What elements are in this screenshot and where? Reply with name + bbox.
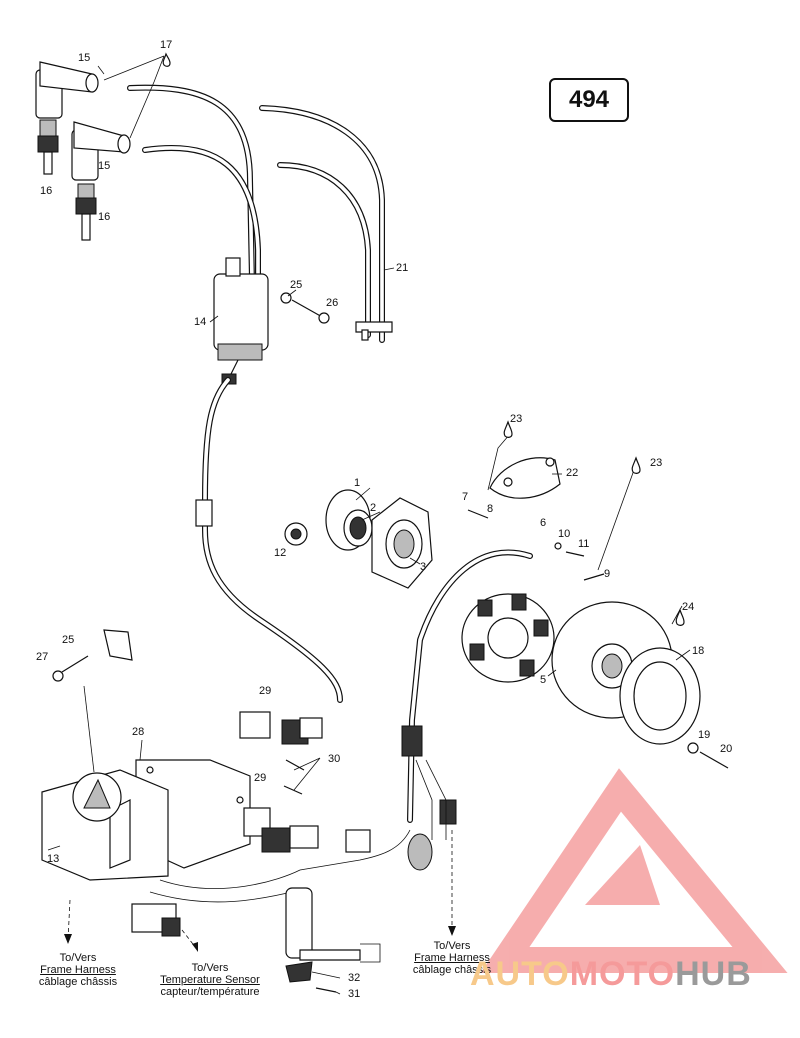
part-number: 2 (370, 502, 376, 514)
part-number: 12 (274, 547, 286, 559)
spark-plug-cap-lower (71, 121, 131, 181)
destination-name: Temperature Sensor (160, 974, 260, 986)
part-number: 19 (698, 729, 710, 741)
connector-29-lower (243, 807, 371, 853)
destination-frame-harness-left: To/Vers Frame Harness câblage châssis (22, 952, 134, 988)
part-number: 16 (40, 185, 52, 197)
screw-11 (554, 542, 585, 557)
screw-26 (280, 292, 330, 324)
destination-name: Frame Harness (414, 952, 490, 964)
coil-connector (195, 499, 213, 527)
harness-grommet (407, 833, 433, 871)
screw-31 (315, 987, 337, 993)
page-reference-box: 494 (549, 78, 629, 122)
part-number: 25 (62, 634, 74, 646)
watermark-logo: AUTOMOTOHUB (470, 955, 800, 995)
part-number: 23 (510, 413, 522, 425)
part-number-labels: 1 2 3 5 6 7 8 9 10 11 12 13 14 15 15 16 … (36, 39, 732, 1000)
detail-circle (72, 772, 122, 822)
ring-gear-18 (619, 647, 701, 745)
sealant-drop-icon-17 (162, 52, 171, 67)
part-number: 11 (578, 538, 589, 550)
bracket-small-25 (103, 629, 133, 661)
coil-lead (202, 377, 343, 703)
screw-9 (583, 573, 605, 581)
part-number: 9 (604, 568, 610, 580)
stator-harness (407, 549, 533, 823)
clamp-32 (285, 961, 313, 983)
stator-5 (461, 593, 555, 683)
destination-to: To/Vers (191, 962, 229, 974)
screw-8 (467, 509, 489, 519)
harness-sleeve (285, 887, 361, 961)
destination-to: To/Vers (433, 940, 471, 952)
spark-plug-cap-upper (35, 61, 99, 119)
destination-name-fr: capteur/température (160, 986, 260, 998)
part-number: 14 (194, 316, 206, 328)
watermark-triangle (480, 768, 788, 973)
part-number: 21 (396, 262, 408, 274)
part-number: 10 (558, 528, 570, 540)
part-number: 3 (420, 561, 426, 573)
screw-27 (52, 655, 89, 682)
watermark-text-hub: HUB (675, 955, 752, 993)
cable-clamp (355, 321, 393, 341)
spark-plug-lower (75, 183, 97, 241)
part-number: 5 (540, 674, 546, 686)
part-number: 15 (78, 52, 90, 64)
watermark-text-auto: AUTO (470, 955, 570, 993)
part-number: 16 (98, 211, 110, 223)
destination-to: To/Vers (59, 952, 97, 964)
destination-name-fr: câblage châssis (38, 976, 118, 988)
part-number: 18 (692, 645, 704, 657)
sealant-drop-icon-23b (631, 456, 641, 474)
part-number: 30 (328, 753, 340, 765)
spark-plug-upper (37, 119, 59, 175)
oil-seal-12 (284, 522, 308, 546)
magneto-housing-3 (371, 497, 433, 589)
part-number: 22 (566, 467, 578, 479)
part-number: 20 (720, 743, 732, 755)
harness-connector (401, 725, 423, 757)
destination-frame-harness-right: To/Vers Frame Harness câblage châssis (396, 940, 508, 976)
part-number: 28 (132, 726, 144, 738)
destination-temperature-sensor: To/Vers Temperature Sensor capteur/tempé… (140, 962, 280, 998)
part-number: 15 (98, 160, 110, 172)
part-number: 29 (259, 685, 271, 697)
part-number: 13 (47, 853, 59, 865)
watermark-text-moto: MOTO (569, 955, 676, 993)
leader-lines (47, 55, 691, 995)
ignition-coil (213, 257, 269, 385)
ignition-cables (127, 84, 385, 343)
page-reference-number: 494 (568, 86, 610, 113)
destination-arrows (64, 830, 456, 952)
destination-name-fr: câblage châssis (412, 964, 492, 976)
temp-sensor-connector (131, 903, 181, 937)
part-number: 1 (354, 477, 360, 489)
part-number: 32 (348, 972, 360, 984)
harness-route (159, 829, 411, 889)
bearing-2 (343, 509, 373, 547)
sealant-drop-icon-24 (675, 608, 685, 626)
bolt-20 (687, 742, 729, 769)
part-number: 8 (487, 503, 493, 515)
part-number: 29 (254, 772, 266, 784)
part-number: 26 (326, 297, 338, 309)
screws-30 (283, 759, 305, 795)
part-number: 24 (682, 601, 694, 613)
destination-name: Frame Harness (40, 964, 116, 976)
connector-29-upper (239, 711, 323, 745)
part-number: 6 (540, 517, 546, 529)
part-number: 17 (160, 39, 172, 51)
part-number: 31 (348, 988, 360, 1000)
part-number: 23 (650, 457, 662, 469)
cover-22 (489, 457, 561, 499)
part-number: 27 (36, 651, 48, 663)
part-number: 7 (462, 491, 468, 503)
part-number: 25 (290, 279, 302, 291)
sealant-drop-icon-23a (503, 420, 513, 438)
